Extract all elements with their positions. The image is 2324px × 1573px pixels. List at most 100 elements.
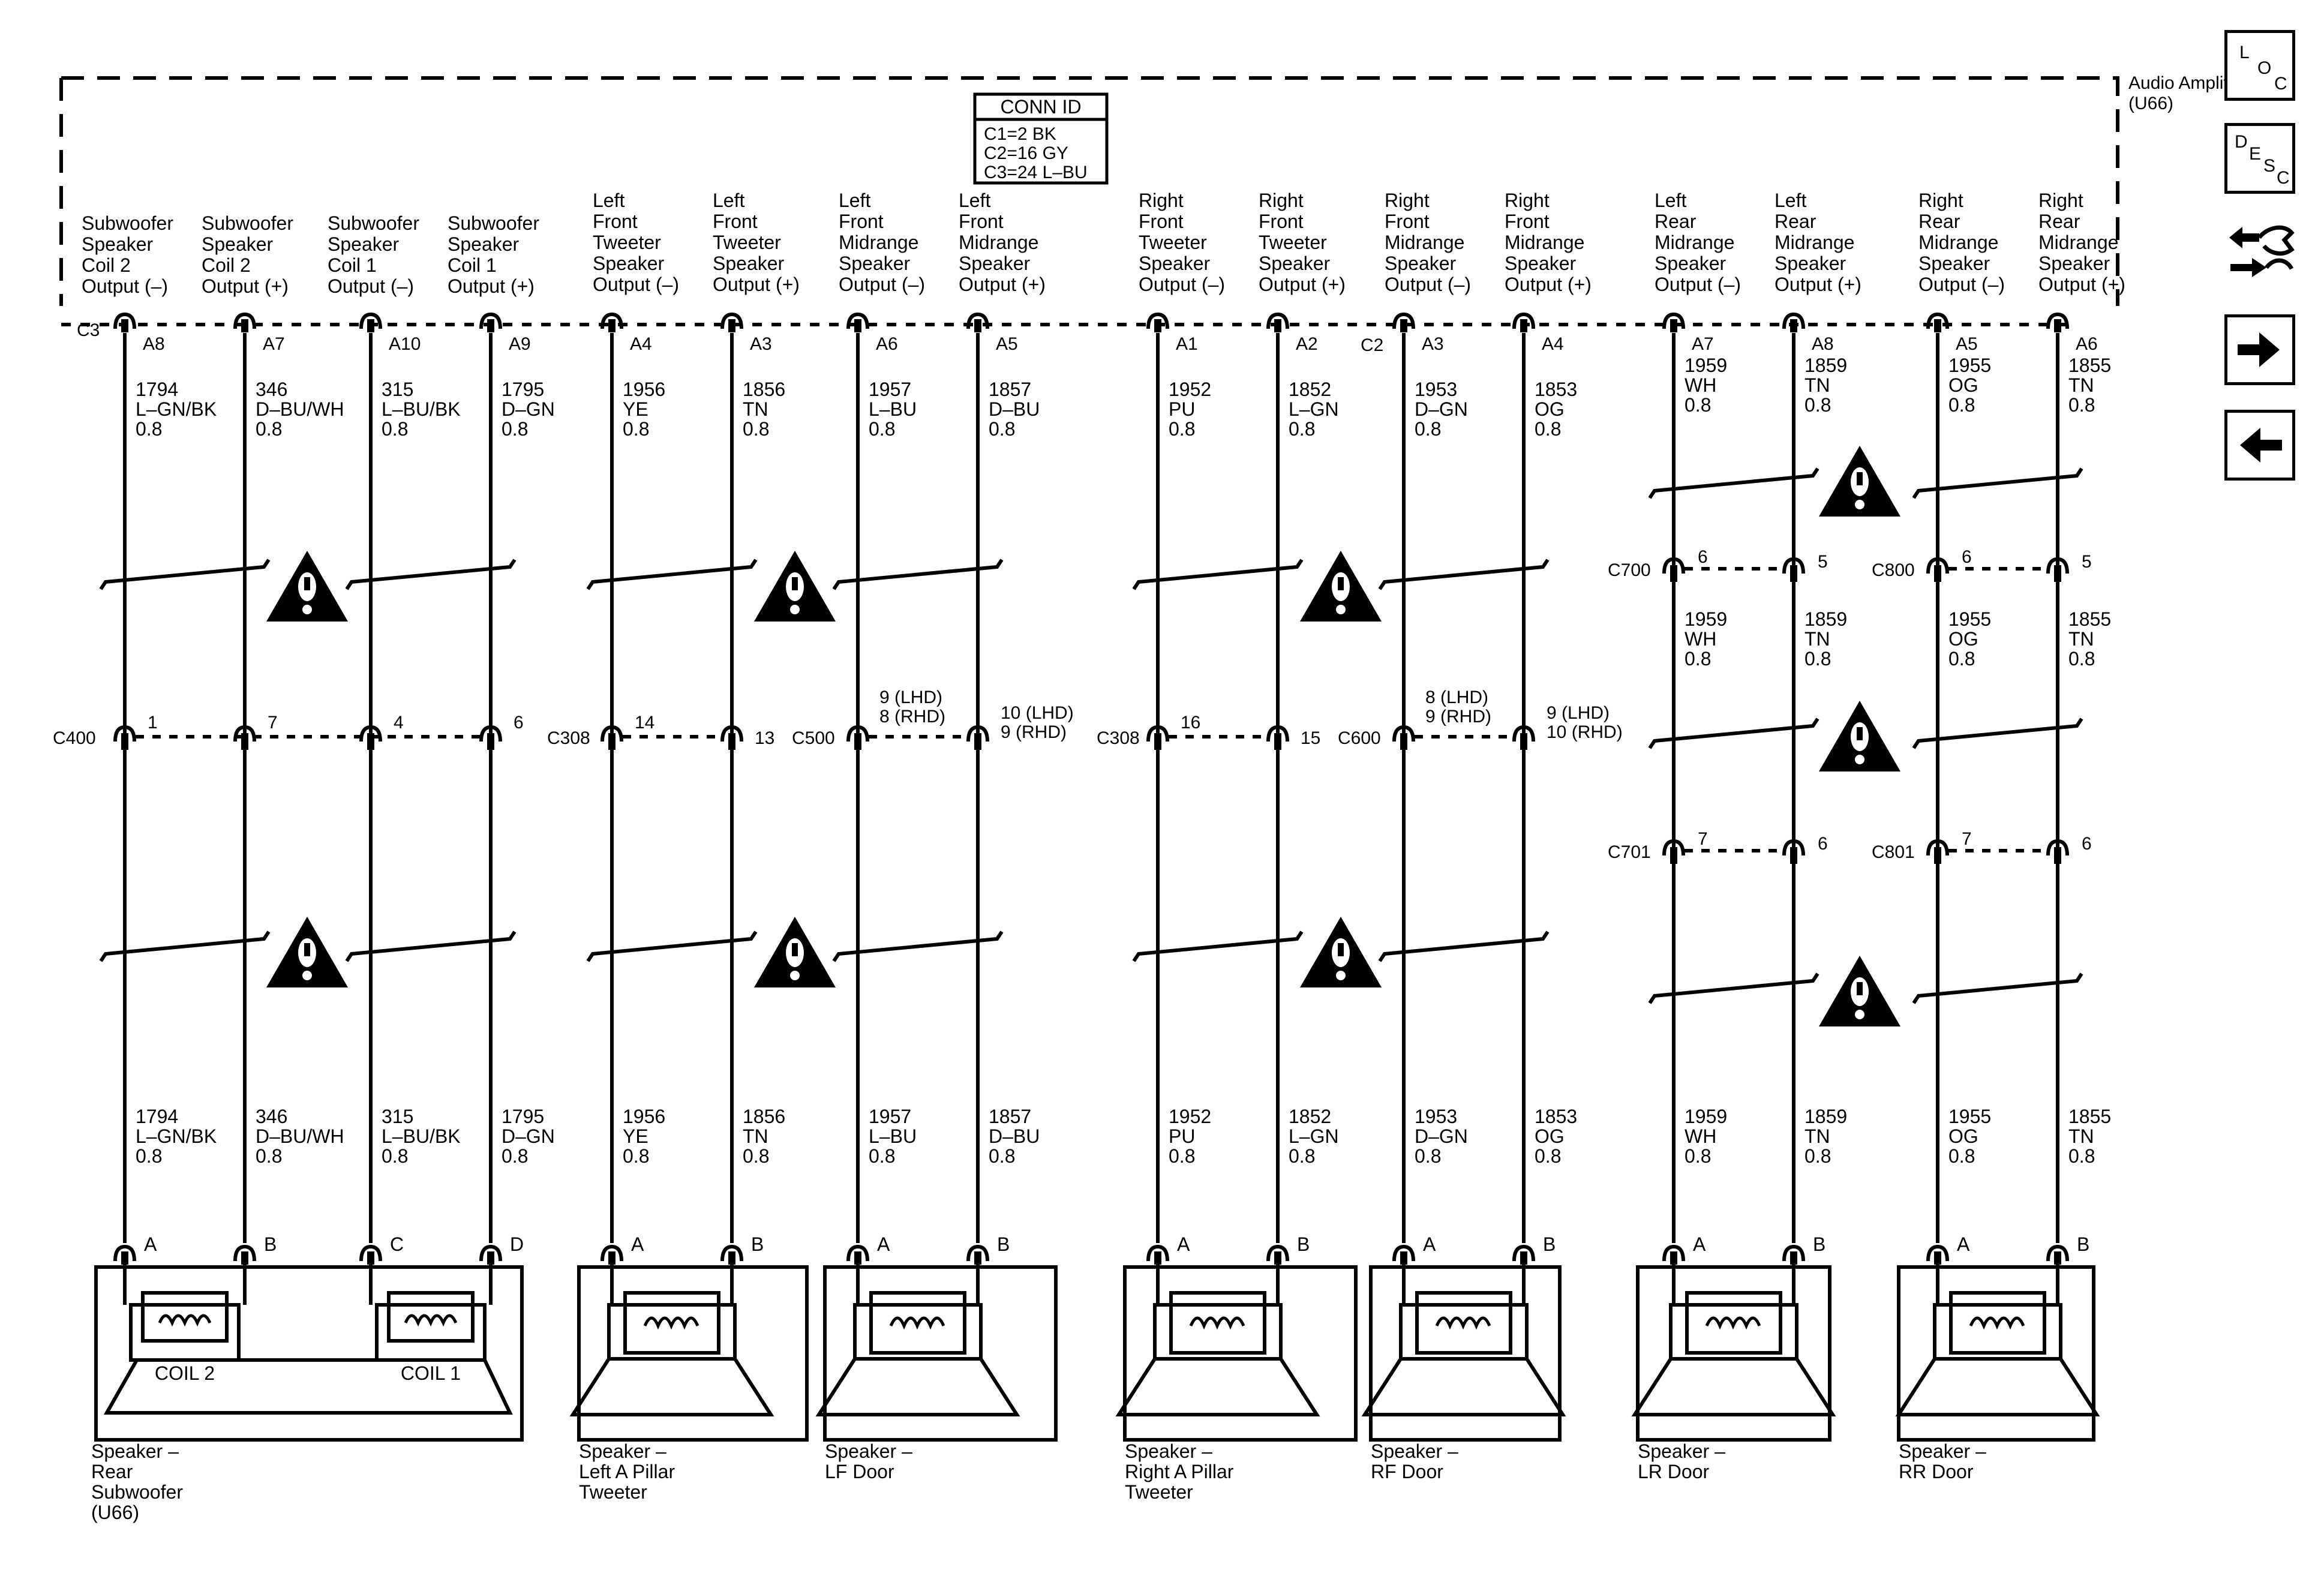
speaker-cone <box>569 1358 774 1416</box>
speaker-name: (U66) <box>91 1502 139 1523</box>
wire-info: OG <box>1948 628 1978 650</box>
connector-cavity <box>1392 1244 1415 1262</box>
output-label: Front <box>1385 211 1430 232</box>
loc-button[interactable]: L O C <box>2224 30 2295 101</box>
inline-pin-label: 9 (LHD) <box>879 688 942 707</box>
output-label: Midrange <box>1655 232 1734 253</box>
wire-info: 0.8 <box>989 1145 1015 1167</box>
wire-info: 1856 <box>743 1106 785 1127</box>
wire-info: TN <box>743 398 768 420</box>
wire-info: TN <box>2068 1125 2094 1147</box>
pin-label: A6 <box>2076 334 2098 354</box>
connector-tool-icon[interactable] <box>2224 215 2295 286</box>
inline-connector-cavity <box>359 725 382 742</box>
output-label: Coil 2 <box>202 254 251 276</box>
wire-info: 0.8 <box>502 1145 528 1167</box>
voice-coil-icon <box>643 1316 699 1330</box>
pin-label: A7 <box>263 334 285 354</box>
output-label: Output (–) <box>1918 274 2005 295</box>
wire-info: 1859 <box>1804 608 1847 630</box>
connector-cavity <box>1782 312 1805 329</box>
caution-icon-dot <box>1855 755 1864 764</box>
inline-pin-label: 10 (LHD) <box>1001 703 1074 723</box>
connector-cavity <box>720 312 743 329</box>
inline-connector-cavity <box>1662 839 1685 856</box>
arrow-left-icon[interactable] <box>2224 410 2295 481</box>
output-label: Speaker <box>839 253 911 274</box>
output-label: Speaker <box>1385 253 1457 274</box>
inline-connector-cavity <box>1392 725 1415 742</box>
speaker-name: RF Door <box>1371 1461 1443 1482</box>
inline-connector-cavity <box>1926 557 1949 574</box>
wire-info: D–BU/WH <box>256 398 344 420</box>
inline-connector-label: C500 <box>792 728 835 748</box>
wire-info: 0.8 <box>1169 418 1195 440</box>
speaker-cone <box>815 1358 1020 1416</box>
speaker-frame <box>129 1303 241 1362</box>
twisted-pair-marker <box>1378 930 1550 962</box>
output-label: Front <box>593 211 638 232</box>
inline-connector-label: C701 <box>1608 842 1651 862</box>
wire-info: 0.8 <box>1804 1145 1831 1167</box>
wire-info: 1957 <box>869 1106 911 1127</box>
connector-cavity <box>359 312 382 329</box>
conn-id-line: C2=16 GY <box>984 143 1068 163</box>
connector-pin <box>608 319 615 332</box>
connector-pin <box>854 319 861 332</box>
connector-pin <box>1274 319 1281 332</box>
desc-button[interactable]: D E S C <box>2224 123 2295 194</box>
connector-cavity <box>479 1244 502 1262</box>
caution-icon-dot <box>302 605 312 614</box>
twisted-pair-marker <box>586 559 758 590</box>
speaker-name: LR Door <box>1638 1461 1710 1482</box>
wire-info: TN <box>1804 1125 1830 1147</box>
connector-cavity <box>846 1244 869 1262</box>
speaker-frame <box>607 1303 737 1361</box>
wire-info: 1852 <box>1289 1106 1331 1127</box>
wire-info: 1852 <box>1289 379 1331 400</box>
inline-connector-cavity <box>2046 839 2069 856</box>
loc-letter: L <box>2239 43 2250 62</box>
speaker-pin-label: A <box>1177 1233 1190 1255</box>
wire-info: OG <box>1948 1125 1978 1147</box>
wire-info: 0.8 <box>869 418 895 440</box>
wire-info: 1956 <box>623 1106 665 1127</box>
inline-pin-label: 14 <box>635 713 654 733</box>
inline-pin-label: 9 (LHD) <box>1547 703 1610 723</box>
pin-label: A3 <box>750 334 772 354</box>
voice-coil-box <box>387 1291 475 1343</box>
loc-letter: C <box>2274 74 2287 94</box>
arrow-right-icon[interactable] <box>2224 314 2295 385</box>
output-label: Speaker <box>202 233 274 255</box>
wire-info: 1856 <box>743 379 785 400</box>
desc-letter: S <box>2263 156 2276 176</box>
pin-label: A6 <box>876 334 898 354</box>
voice-coil-icon <box>1969 1316 2025 1330</box>
inline-connector-cavity <box>1782 839 1805 856</box>
speaker-cone <box>103 1359 513 1415</box>
output-label: Coil 1 <box>328 254 377 276</box>
wire-info: OG <box>1948 374 1978 396</box>
wire-info: 0.8 <box>136 418 162 440</box>
inline-connector-pin <box>1790 565 1797 582</box>
output-label: Subwoofer <box>448 212 539 234</box>
output-label: Output (–) <box>1655 274 1741 295</box>
wire-info: 0.8 <box>502 418 528 440</box>
speaker-name: Subwoofer <box>91 1481 183 1503</box>
twisted-pair-marker <box>99 930 271 962</box>
inline-connector-cavity <box>113 725 136 742</box>
connector-cavity <box>359 1244 382 1262</box>
speaker-unit-3: Speaker –LF Door <box>815 1260 1058 1482</box>
inline-connector-label: C801 <box>1872 842 1915 862</box>
output-label: Right <box>1259 190 1304 211</box>
connector-cavity <box>1266 1244 1289 1262</box>
wire-info: 1955 <box>1948 1106 1991 1127</box>
